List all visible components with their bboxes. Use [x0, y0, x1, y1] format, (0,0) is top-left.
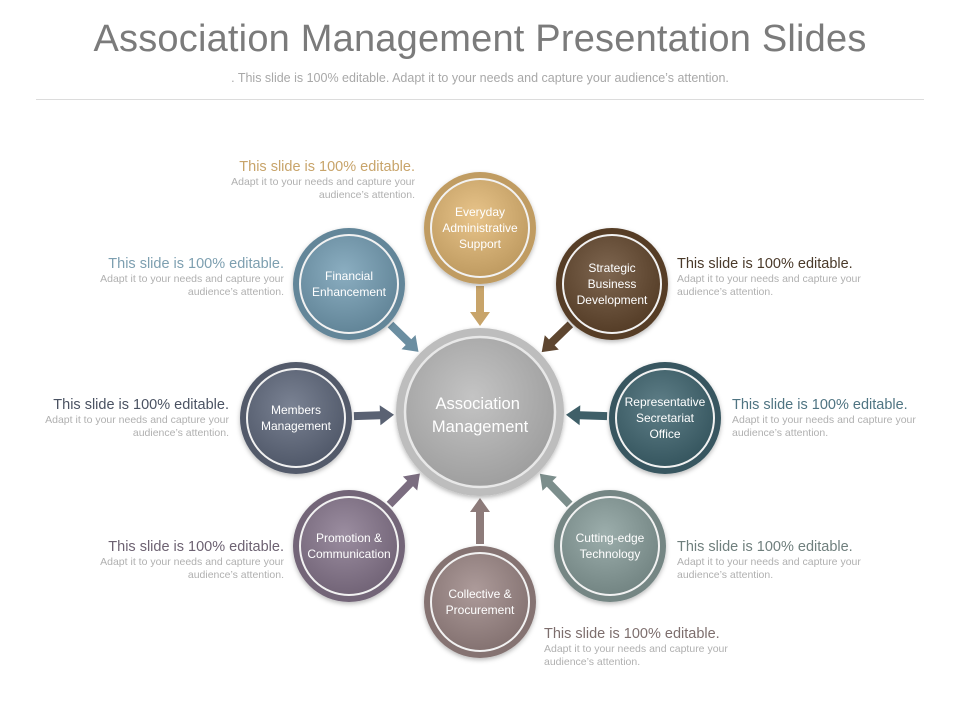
node-label-line: Support [459, 237, 502, 251]
node-label-line: Procurement [446, 603, 515, 617]
node-circle [562, 234, 662, 334]
node-collective: Collective & Procurement [424, 546, 536, 658]
node-label: Promotion & Communication [307, 531, 390, 561]
arrow-cutting [539, 473, 573, 508]
callout-body: Adapt it to your needs and capture your … [100, 556, 284, 581]
arrow-representative [566, 405, 608, 426]
node-circle [615, 368, 715, 468]
node-circle [246, 368, 346, 468]
callout-body: Adapt it to your needs and capture your … [231, 176, 415, 201]
callout-everyday: This slide is 100% editable.Adapt it to … [115, 159, 415, 202]
page-subtitle: . This slide is 100% editable. Adapt it … [231, 71, 729, 85]
callout-body: Adapt it to your needs and capture your … [45, 414, 229, 439]
node-circle [560, 496, 660, 596]
center-node: Association Management [396, 328, 564, 496]
node-label-line: Financial [325, 269, 373, 283]
callout-body: Adapt it to your needs and capture your … [677, 556, 861, 581]
callout-body: Adapt it to your needs and capture your … [677, 273, 861, 298]
node-label-line: Strategic [588, 261, 635, 275]
page-title: Association Management Presentation Slid… [93, 18, 867, 60]
node-label-line: Cutting-edge [576, 531, 645, 545]
node-circle [430, 552, 530, 652]
callout-heading: This slide is 100% editable. [239, 159, 415, 175]
callout-heading: This slide is 100% editable. [677, 256, 853, 272]
callout-members: This slide is 100% editable.Adapt it to … [0, 397, 229, 440]
node-label-line: Representative [625, 395, 706, 409]
node-label-line: Secretariat [636, 411, 695, 425]
arrow-collective [470, 498, 490, 544]
callout-strategic: This slide is 100% editable.Adapt it to … [677, 256, 960, 299]
callout-heading: This slide is 100% editable. [53, 397, 229, 413]
node-circle [430, 178, 530, 278]
center-label-line-2: Management [432, 418, 529, 436]
connector-arrows [353, 286, 608, 544]
arrow-everyday [470, 286, 490, 326]
callout-body: Adapt it to your needs and capture your … [100, 273, 284, 298]
arrow-strategic [541, 321, 574, 353]
callout-heading: This slide is 100% editable. [677, 539, 853, 555]
node-label-line: Communication [307, 547, 390, 561]
node-label-line: Development [577, 293, 648, 307]
node-promotion: Promotion & Communication [293, 490, 405, 602]
callout-heading: This slide is 100% editable. [108, 256, 284, 272]
svg-text:Association Management: Association Management [432, 395, 529, 436]
node-label-line: Everyday [455, 205, 505, 219]
callout-financial: This slide is 100% editable.Adapt it to … [0, 256, 284, 299]
node-label-line: Office [649, 427, 680, 441]
arrow-members [353, 405, 394, 426]
callout-promotion: This slide is 100% editable.Adapt it to … [0, 539, 284, 582]
node-circle [299, 234, 399, 334]
title-divider [36, 99, 924, 100]
node-circle [299, 496, 399, 596]
arrow-promotion [386, 473, 420, 508]
node-label-line: Technology [580, 547, 641, 561]
node-label-line: Business [588, 277, 637, 291]
node-label-line: Promotion & [316, 531, 382, 545]
callout-heading: This slide is 100% editable. [108, 539, 284, 555]
node-label-line: Administrative [442, 221, 518, 235]
callout-body: Adapt it to your needs and capture your … [732, 414, 916, 439]
node-label: Collective & Procurement [446, 587, 515, 617]
callout-body: Adapt it to your needs and capture your … [544, 643, 728, 668]
center-label-line-1: Association [436, 395, 520, 413]
arrow-financial [387, 321, 419, 352]
callout-heading: This slide is 100% editable. [732, 397, 908, 413]
node-label-line: Collective & [448, 587, 511, 601]
node-label-line: Management [261, 419, 332, 433]
callout-heading: This slide is 100% editable. [544, 626, 720, 642]
callout-collective: This slide is 100% editable.Adapt it to … [544, 626, 844, 669]
node-label-line: Enhancement [312, 285, 387, 299]
node-label-line: Members [271, 403, 321, 417]
callout-cutting: This slide is 100% editable.Adapt it to … [677, 539, 960, 582]
callout-representative: This slide is 100% editable.Adapt it to … [732, 397, 960, 440]
